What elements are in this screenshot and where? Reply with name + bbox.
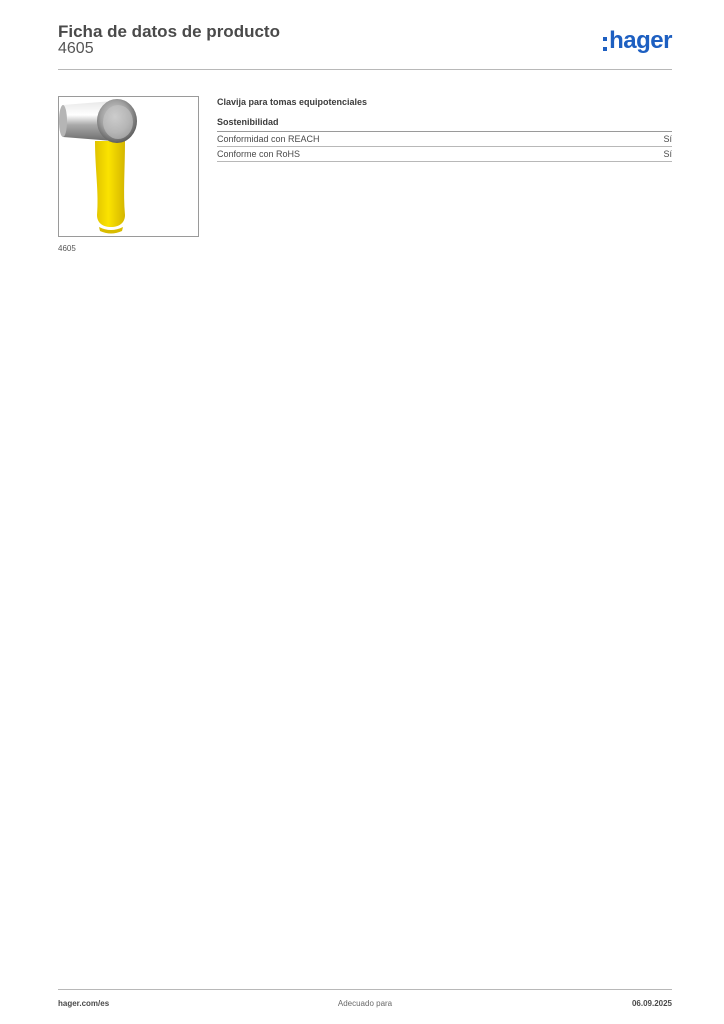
hager-logo: hager	[603, 26, 672, 56]
logo-colon-icon	[603, 36, 608, 51]
page-header: Ficha de datos de producto 4605 hager	[58, 20, 672, 70]
attribute-label: Conforme con RoHS	[217, 149, 301, 159]
attribute-row: Conforme con RoHS Sí	[217, 147, 672, 162]
footer-center-text: Adecuado para	[337, 999, 393, 1008]
logo-text: hager	[609, 27, 672, 54]
footer-date: 06.09.2025	[631, 999, 672, 1008]
document-title: Ficha de datos de producto	[58, 22, 280, 41]
equipotential-plug-icon	[59, 99, 137, 234]
product-image	[58, 96, 199, 237]
attribute-value: Sí	[663, 134, 672, 144]
page-footer: hager.com/es Adecuado para 06.09.2025	[58, 989, 672, 1014]
attribute-label: Conformidad con REACH	[217, 134, 320, 144]
product-name: Clavija para tomas equipotenciales	[217, 97, 368, 107]
footer-website-link[interactable]: hager.com/es	[58, 999, 110, 1008]
attribute-row: Conformidad con REACH Sí	[217, 132, 672, 147]
product-details: Clavija para tomas equipotenciales Soste…	[217, 96, 672, 162]
attribute-value: Sí	[663, 149, 672, 159]
section-title-sustainability: Sostenibilidad	[217, 116, 672, 132]
product-reference: 4605	[58, 40, 94, 57]
image-caption: 4605	[58, 244, 76, 253]
